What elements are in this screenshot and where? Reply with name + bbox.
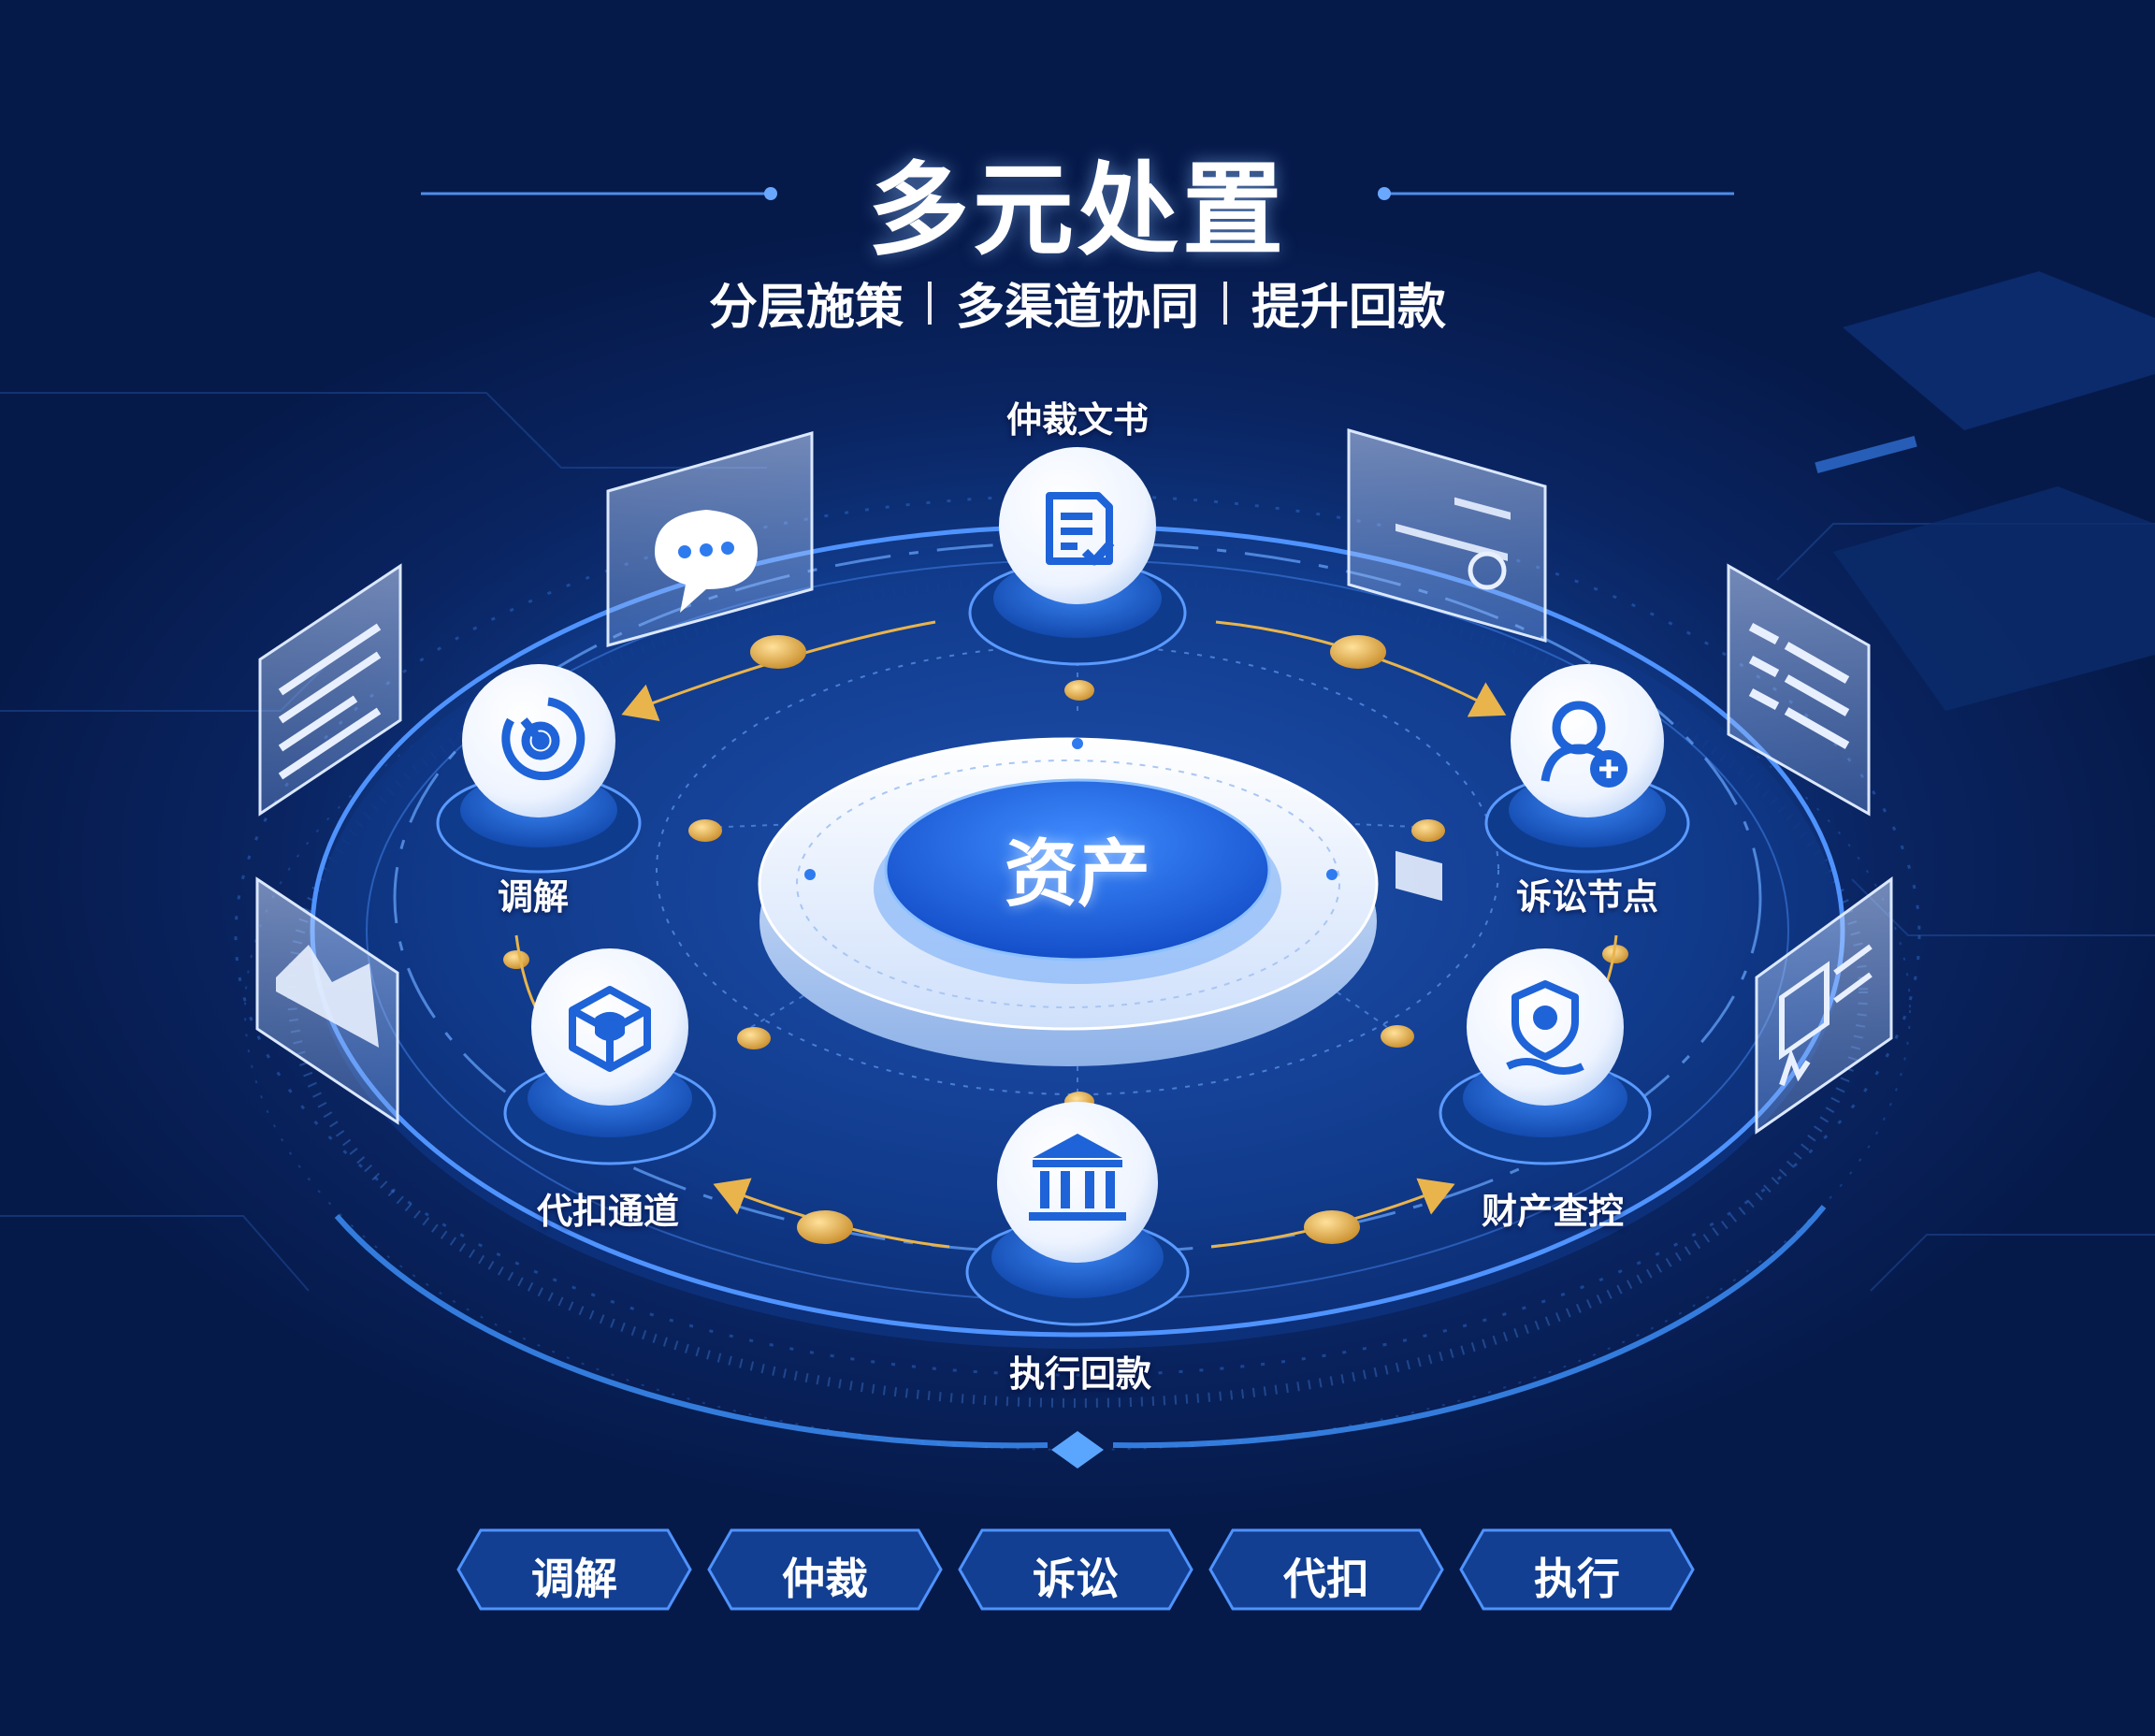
target-refresh-icon bbox=[501, 697, 586, 781]
subtitle-separator bbox=[927, 281, 932, 325]
chat-bubble-icon bbox=[655, 510, 758, 613]
tag-row: 调解 仲裁 诉讼 代扣 执行 bbox=[0, 1528, 2155, 1614]
panel-chat bbox=[606, 431, 814, 647]
user-add-icon bbox=[1540, 701, 1627, 788]
tag-arbitration[interactable]: 仲裁 bbox=[707, 1528, 943, 1611]
node-withholding-channel[interactable] bbox=[503, 948, 716, 1165]
subtitle-item-2: 多渠道协同 bbox=[955, 280, 1199, 336]
document-check-icon bbox=[1046, 492, 1115, 566]
shield-location-icon bbox=[1506, 980, 1584, 1075]
box-shield-icon bbox=[569, 986, 651, 1072]
list-document-icon bbox=[1748, 623, 1850, 749]
tag-label: 诉讼 bbox=[1033, 1554, 1119, 1604]
title-decor-lines bbox=[421, 187, 1734, 200]
page-title: 多元处置 bbox=[867, 152, 1287, 269]
node-label-enforcement-payment: 执行回款 bbox=[1008, 1353, 1151, 1395]
tag-label: 代扣 bbox=[1283, 1554, 1369, 1604]
node-label-property-control: 财产查控 bbox=[1481, 1191, 1624, 1232]
tag-label: 仲裁 bbox=[782, 1554, 868, 1604]
panel-text-document bbox=[258, 563, 402, 817]
panel-list-document bbox=[1727, 563, 1871, 817]
node-label-litigation: 诉讼节点 bbox=[1515, 876, 1658, 918]
tag-label: 执行 bbox=[1534, 1554, 1620, 1604]
tag-label: 调解 bbox=[531, 1554, 617, 1604]
node-litigation[interactable] bbox=[1484, 664, 1690, 874]
panel-image-document bbox=[255, 876, 399, 1125]
center-label: 资产 bbox=[1004, 832, 1150, 917]
node-mediation[interactable] bbox=[436, 664, 642, 874]
subtitle-item-1: 分层施策 bbox=[708, 280, 904, 336]
panel-id-card bbox=[1347, 428, 1547, 902]
node-enforcement-payment[interactable] bbox=[965, 1102, 1190, 1326]
id-card-icon bbox=[1396, 497, 1511, 902]
subtitle-separator bbox=[1223, 281, 1227, 325]
node-arbitration-doc[interactable] bbox=[968, 447, 1187, 666]
tag-mediation[interactable]: 调解 bbox=[456, 1528, 692, 1611]
subtitle-item-3: 提升回款 bbox=[1251, 280, 1447, 336]
tag-withholding[interactable]: 代扣 bbox=[1208, 1528, 1444, 1611]
signature-document-icon bbox=[1779, 944, 1873, 1086]
node-property-control[interactable] bbox=[1439, 948, 1652, 1165]
node-label-arbitration-doc: 仲裁文书 bbox=[1005, 399, 1149, 441]
center-disc bbox=[758, 737, 1379, 1066]
tag-litigation[interactable]: 诉讼 bbox=[958, 1528, 1193, 1611]
tag-enforcement[interactable]: 执行 bbox=[1459, 1528, 1695, 1611]
bank-building-icon bbox=[1029, 1134, 1126, 1221]
gold-coins bbox=[750, 635, 1386, 1244]
dark-blocks bbox=[1815, 271, 2155, 711]
panel-signature-document bbox=[1755, 876, 1893, 1135]
image-document-icon bbox=[276, 945, 379, 1048]
text-document-icon bbox=[278, 623, 382, 780]
node-label-withholding-channel: 代扣通道 bbox=[536, 1191, 679, 1232]
node-label-mediation: 调解 bbox=[497, 876, 569, 918]
subtitle-bar: 分层施策 多渠道协同 提升回款 bbox=[0, 268, 2155, 338]
